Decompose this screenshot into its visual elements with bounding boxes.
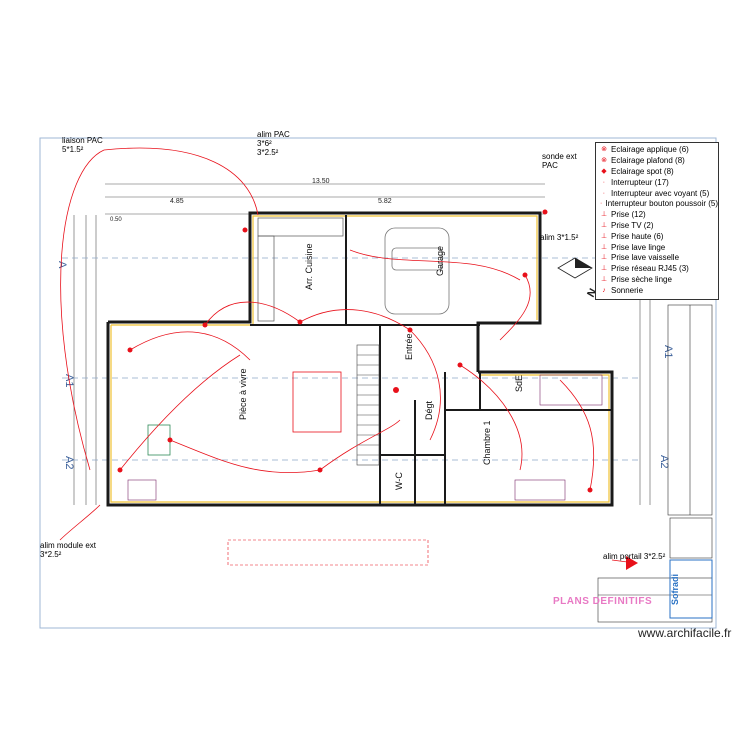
legend-item: ∙Interrupteur bouton poussoir (5) [596,199,718,210]
legend-label: Eclairage spot (8) [611,166,674,176]
legend-label: Sonnerie [611,285,644,295]
voyant-icon: ∙ [603,189,605,197]
legend-item: ⊥Prise réseau RJ45 (3) [596,264,718,275]
sheet-border [39,137,717,629]
title-block [597,304,713,623]
poussoir-icon: ∙ [600,200,603,208]
legend-label: Prise sèche linge [611,274,672,284]
spec-box [292,371,342,433]
legend-label: Prise lave vaisselle [611,253,680,263]
wall-fill [110,215,610,503]
legend-item: ∙ Interrupteur (17) [596,177,718,188]
section-a-left: A [56,261,68,269]
interior-walls [250,215,612,505]
hatch-areas [127,374,603,501]
lave-vaisselle-icon: ⊥ [600,254,608,262]
dim-right: 5.82 [378,198,392,205]
legend-label: Prise lave linge [611,242,666,252]
legend-item: ⊗ Eclairage plafond (8) [596,156,718,167]
section-a2-right: A2 [658,455,670,468]
portail-arrow-icon [626,556,638,570]
interrupteur-icon: ∙ [603,178,605,186]
sonnerie-icon: ♪ [602,286,606,294]
legend-item: ◆ Eclairage spot (8) [596,167,718,178]
legend-item: ♪ Sonnerie [596,285,718,296]
section-a2-left: A2 [63,456,75,469]
prise-haute-icon: ⊥ [600,232,608,240]
kitchen-units [257,217,344,322]
legend-label: Interrupteur (17) [611,177,669,187]
stamp-plans-definitifs: PLANS DEFINITIFS [553,596,653,607]
dim-left: 4.85 [170,198,184,205]
room-wc: W-C [394,472,404,490]
prise-tv-icon: ⊥ [600,221,608,229]
watermark-archifacile[interactable]: www.archifacile.fr [638,626,732,640]
legend-item: ⊥Prise lave vaisselle [596,253,718,264]
legend-item: ∙ Interrupteur avec voyant (5) [596,188,718,199]
annot-liaison-pac: liaison PAC 5*1.5² [62,136,103,154]
room-sde: SdE [514,375,524,392]
sofradi-logo: Sofradi [670,573,680,605]
legend-label: Interrupteur avec voyant (5) [611,188,710,198]
annot-alim-pac: alim PAC 3*6² 3*2.5² [257,130,290,157]
annot-alim-3x15: alim 3*1.5² [540,233,579,242]
north-arrow-icon [557,257,593,279]
dim-total-width: 13.50 [312,178,330,185]
room-degt: Dégt [424,400,434,420]
staircase [356,344,380,466]
legend-label: Prise TV (2) [611,220,654,230]
section-lines [62,257,640,461]
legend-item: ⊥Prise sèche linge [596,275,718,286]
sofradi-logo-box [669,559,713,619]
room-cuisine: Arr. Cuisine [304,243,314,290]
bottom-note-box [227,539,429,566]
annot-alim-portail: alim portail 3*2.5² [603,552,666,561]
electrical-symbols [117,209,593,493]
prise-icon: ⊥ [600,211,608,219]
legend-item: ⊗ Eclairage applique (6) [596,145,718,156]
rj45-icon: ⊥ [600,265,608,273]
legend: ⊗ Eclairage applique (6) ⊗ Eclairage plafon… [595,142,719,301]
building-walls [106,211,614,507]
legend-item: ⊥Prise haute (6) [596,231,718,242]
lave-linge-icon: ⊥ [600,243,608,251]
room-chambre: Chambre 1 [482,420,492,465]
room-entree: Entrée [404,333,414,360]
legend-label: Prise (12) [611,210,646,220]
applique-icon: ⊗ [601,146,607,154]
room-piece-a-vivre: Pièce à vivre [238,368,248,420]
legend-label: Eclairage plafond (8) [611,156,685,166]
legend-label: Interrupteur bouton poussoir (5) [605,199,718,209]
dim-small: 0.50 [110,217,122,223]
legend-label: Prise réseau RJ45 (3) [611,264,689,274]
room-garage: Garage [435,246,445,276]
legend-item: ⊥Prise TV (2) [596,221,718,232]
wiring [59,147,636,564]
kitchen-island [147,424,171,456]
legend-label: Prise haute (6) [611,231,664,241]
annot-alim-module-ext: alim module ext 3*2.5² [40,541,97,559]
legend-item: ⊥Prise lave linge [596,242,718,253]
spot-icon: ◆ [601,167,607,175]
legend-label: Eclairage applique (6) [611,145,689,155]
plafond-icon: ⊗ [601,157,607,165]
annot-sonde-ext: sonde ext PAC [542,152,577,170]
legend-item: ⊥Prise (12) [596,210,718,221]
seche-linge-icon: ⊥ [600,275,608,283]
